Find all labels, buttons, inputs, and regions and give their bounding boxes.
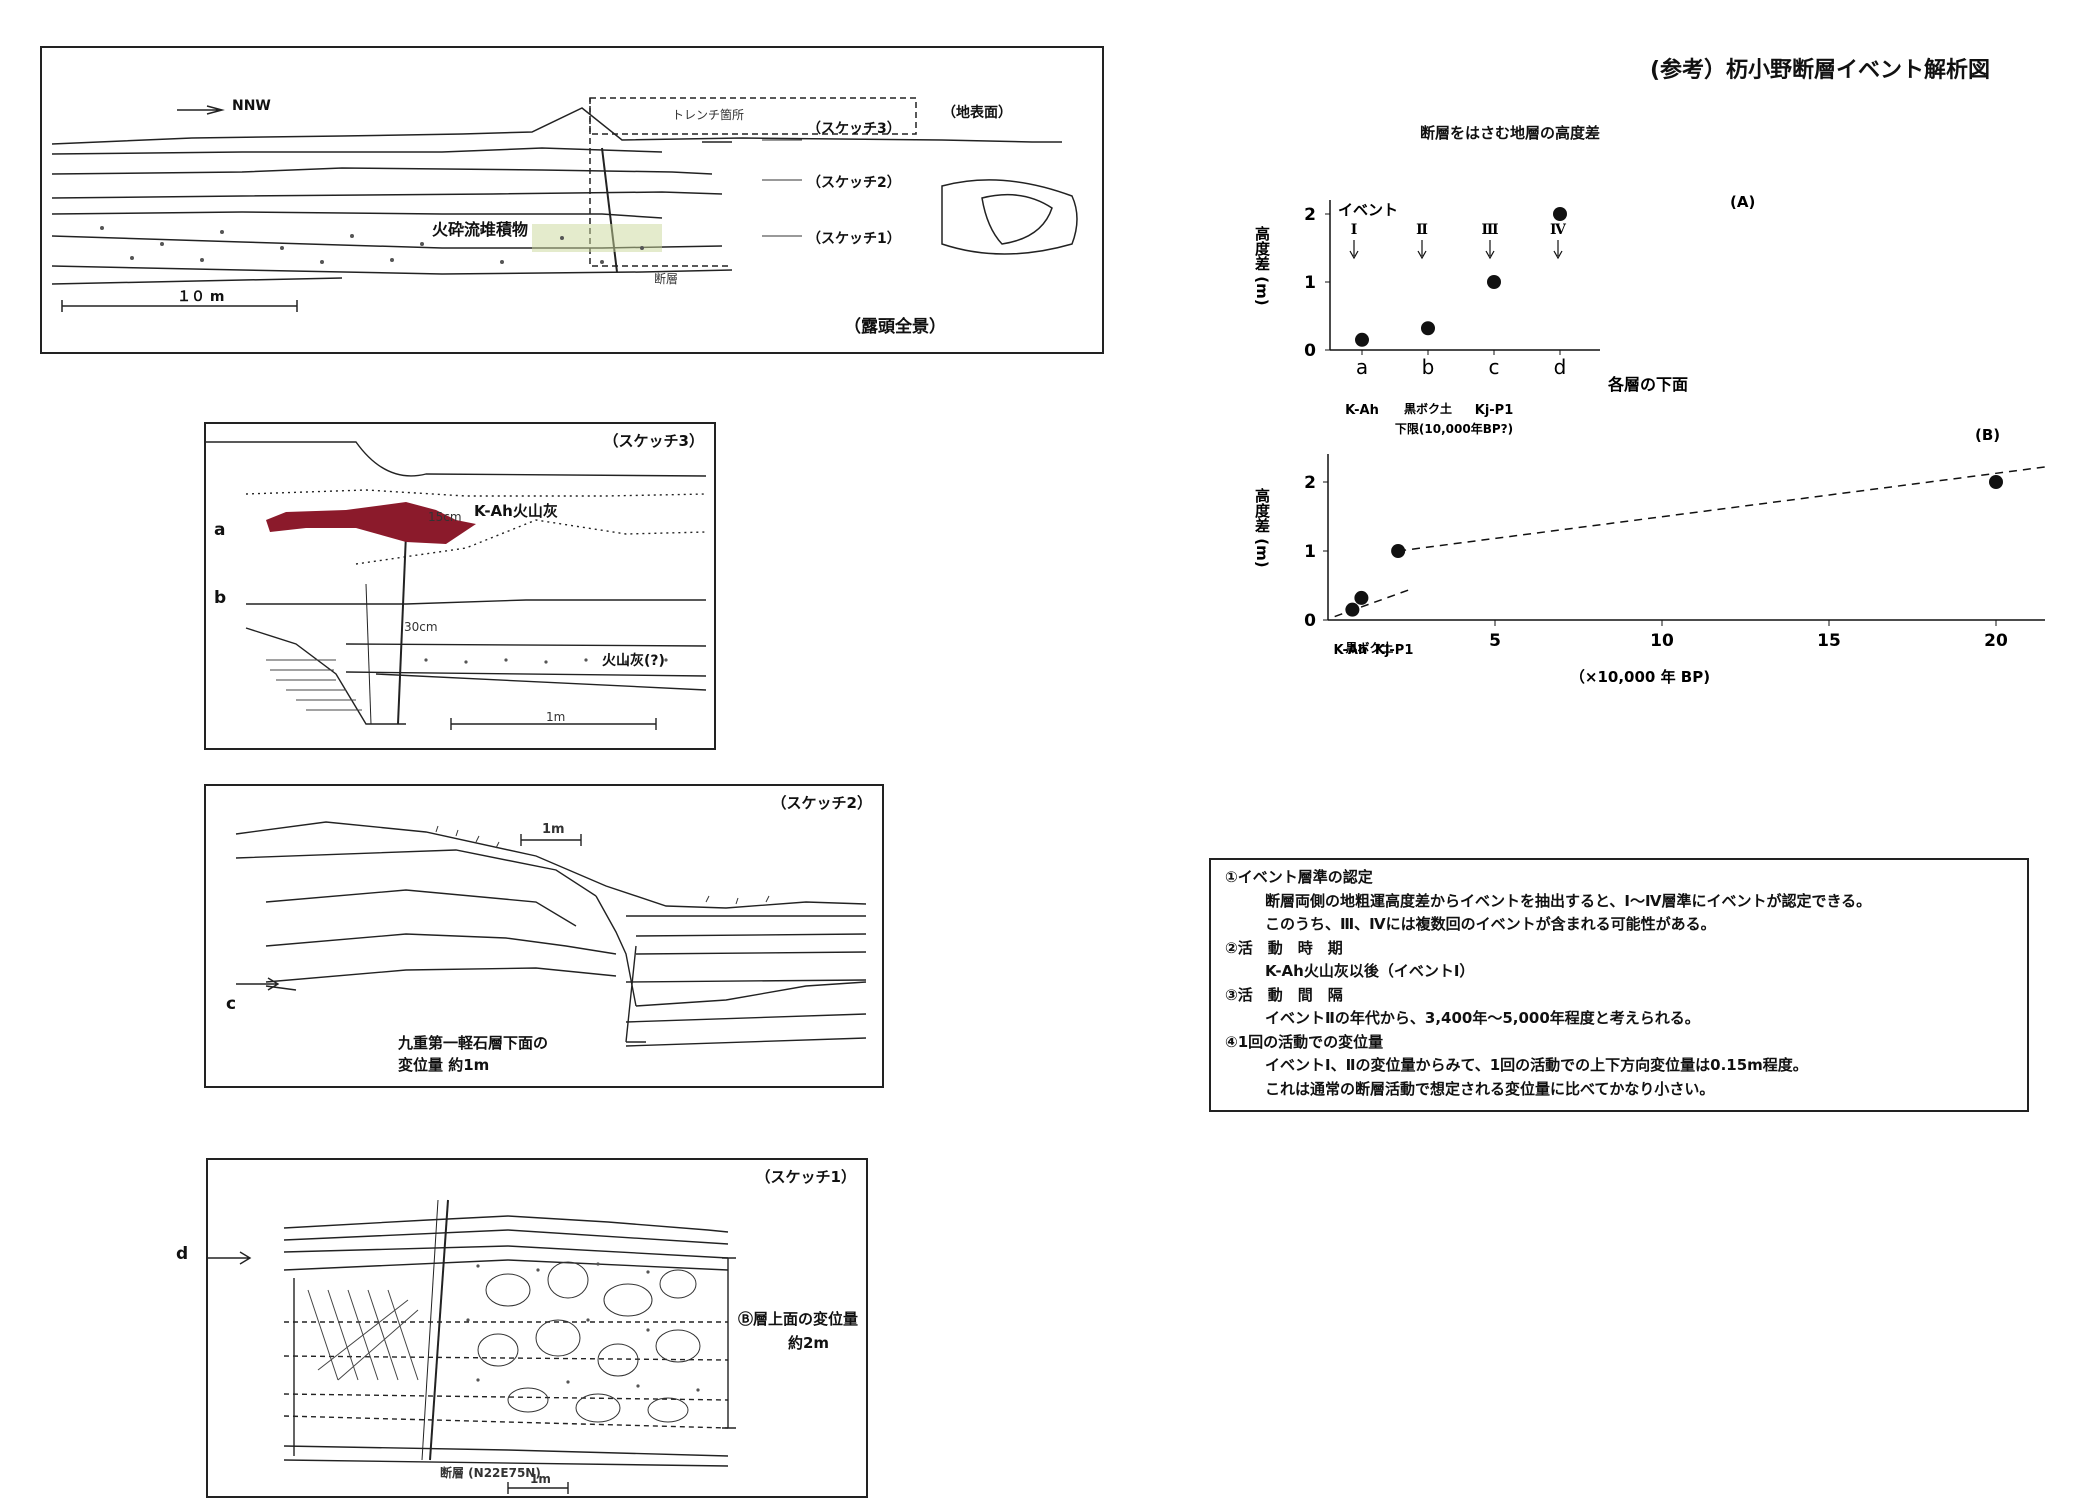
outcrop-overview-drawing [51, 97, 1078, 312]
sketch1-scale: 1m [530, 1472, 551, 1486]
chart-b-xtick-label: 5 [1489, 631, 1501, 651]
overview-fault-label: 断層 [654, 272, 679, 286]
chart-a-panel-label: (A) [1730, 193, 1755, 211]
chart-a-event-numeral: Ⅱ [1416, 222, 1428, 238]
sketch1-displacement-line2: 約2m [788, 1334, 830, 1352]
outcrop-overview-panel: NNW （地表面） トレンチ箇所 （スケッチ3） （スケッチ2） （スケッチ1）… [40, 46, 1104, 354]
note-body-4b: これは通常の断層活動で想定される変位量に比べてかなり小さい。 [1265, 1079, 1715, 1098]
sketch3-marker-b: b [214, 588, 227, 608]
note-body-1b: このうち、Ⅲ、Ⅳには複数回のイベントが含まれる可能性がある。 [1265, 915, 1716, 933]
chart-b-point [1989, 475, 2003, 489]
sketch1-displacement-line1: Ⓑ層上面の変位量 [738, 1310, 859, 1328]
sketch1-label: （スケッチ1） [755, 1168, 856, 1186]
chart-a-sublabel: Kj-P1 [1475, 403, 1514, 418]
chart-a-event-numeral: Ⅳ [1550, 222, 1567, 238]
chart-a-event-numeral: Ⅰ [1351, 222, 1358, 238]
note-heading-3: ③活 動 間 隔 [1225, 985, 1343, 1004]
note-heading-1: ①イベント層準の認定 [1225, 868, 1373, 886]
overview-sketch2-ref: （スケッチ2） [807, 175, 901, 191]
chart-a-sublabel: K-Ah [1345, 403, 1379, 418]
chart-b-point [1354, 590, 1369, 605]
chart-b-ytick-label: 2 [1304, 473, 1316, 493]
sketch2-drawing [235, 821, 867, 1047]
overview-scale-label: １０ m [177, 289, 225, 305]
chart-b-xtick-label: 15 [1817, 631, 1841, 651]
chart-a-category-label: a [1356, 355, 1368, 379]
sketch3-ash-label: K-Ah火山灰 [474, 502, 558, 520]
chart-a-category-label: c [1489, 355, 1500, 379]
sketch1-panel: （スケッチ1） d Ⓑ層上面の変位量 約2m 断層 (N22E75N) 1m [176, 1158, 868, 1498]
sketch2-label: （スケッチ2） [771, 794, 872, 812]
sketch3-thickness-15: 15cm [428, 510, 462, 524]
chart-a-sublabel: 黒ボク土 [1404, 401, 1452, 416]
chart-a-event-arrowhead [1485, 250, 1495, 260]
chart-a-category-label: b [1422, 355, 1435, 379]
chart-a-ytick-label: 1 [1304, 273, 1316, 293]
chart-b-point-label: Kj-P1 [1375, 643, 1414, 658]
chart-b-trend-old [1398, 466, 2047, 552]
note-body-3: イベントⅡの年代から、3,400年～5,000年程度と考えられる。 [1265, 1009, 1700, 1027]
overview-pyroclastic-label: 火砕流堆積物 [432, 220, 529, 239]
overview-direction: NNW [232, 98, 271, 114]
chart-b-point [1391, 544, 1406, 558]
sketch1-drawing [208, 1199, 736, 1494]
chart-section-title: 断層をはさむ地層の高度差 [1420, 124, 1601, 142]
chart-b-ytick-label: 1 [1304, 542, 1316, 562]
chart-b-xtick-label: 10 [1650, 631, 1674, 651]
sketch3-drawing [206, 441, 707, 730]
sketch3-label: （スケッチ3） [603, 432, 704, 450]
overview-sketch1-ref: （スケッチ1） [807, 231, 901, 247]
note-body-2: K-Ah火山灰以後（イベントⅠ） [1265, 962, 1475, 980]
note-body-1a: 断層両側の地粗運高度差からイベントを抽出すると、Ⅰ～Ⅳ層準にイベントが認定できる… [1265, 891, 1872, 910]
chart-a-sublabel: 下限(10,000年BP?) [1395, 421, 1513, 436]
overview-sketch3-ref: （スケッチ3） [807, 121, 901, 137]
chart-a-point [1553, 207, 1567, 221]
event-analysis-notes: ①イベント層準の認定 断層両側の地粗運高度差からイベントを抽出すると、Ⅰ～Ⅳ層準… [1209, 858, 2029, 1112]
chart-a-point [1355, 332, 1369, 347]
overview-trench-label: トレンチ箇所 [672, 108, 745, 122]
sketch2-marker-c: c [226, 994, 237, 1014]
sketch2-scale: 1m [542, 822, 565, 837]
sketch3-volcanic-ash: 火山灰(?) [602, 653, 665, 669]
sketch3-thickness-30: 30cm [404, 620, 438, 634]
chart-b-xlabel: （×10,000 年 BP) [1570, 668, 1710, 686]
note-heading-4: ④1回の活動での変位量 [1225, 1032, 1384, 1051]
chart-a-event-arrowhead [1349, 250, 1359, 260]
sketch3-panel: （スケッチ3） a b K-Ah火山灰 15cm 30cm 火山灰(?) 1m [204, 422, 716, 750]
chart-a-xlabel: 各層の下面 [1607, 375, 1688, 394]
sketch1-marker-d: d [176, 1244, 189, 1264]
overview-surface-label: （地表面） [942, 105, 1012, 121]
overview-caption: （露頭全景） [844, 317, 946, 337]
sketch3-marker-a: a [214, 520, 226, 540]
sketch3-scale: 1m [546, 710, 566, 724]
chart-b-ytick-label: 0 [1304, 611, 1316, 631]
chart-a-event-label: イベント [1338, 201, 1398, 219]
sketch2-panel: （スケッチ2） 1m c 九重第一軽石層下面の 変位量 約1m [204, 784, 884, 1088]
sketch2-displacement-line1: 九重第一軽石層下面の [398, 1034, 549, 1052]
chart-a-ytick-label: 0 [1304, 341, 1316, 361]
note-heading-2: ②活 動 時 期 [1225, 938, 1343, 957]
page-title: (参考）杤小野断層イベント解析図 [1650, 58, 1991, 83]
chart-a-ytick-label: 2 [1304, 205, 1316, 225]
chart-a-event-arrowhead [1417, 250, 1427, 260]
chart-a-point [1421, 321, 1435, 336]
chart-b-ylabel: 高度差 (m) [1253, 487, 1271, 567]
sketch1-fault-label: 断層 (N22E75N) [440, 1466, 541, 1480]
chart-b-point-label: 黒ボク土 [1345, 640, 1393, 655]
chart-a-category-label: d [1554, 355, 1567, 379]
chart-b-panel-label: (B) [1975, 426, 2000, 444]
chart-a-point [1487, 275, 1501, 289]
sketch2-displacement-line2: 変位量 約1m [398, 1056, 490, 1074]
note-body-4a: イベントⅠ、Ⅱの変位量からみて、1回の活動での上下方向変位量は0.15m程度。 [1265, 1056, 1808, 1074]
chart-b-point [1345, 602, 1360, 617]
chart-a-ylabel: 高度差 (m) [1253, 225, 1271, 305]
chart-a-event-numeral: Ⅲ [1481, 222, 1498, 238]
chart-a-event-arrowhead [1553, 250, 1563, 260]
chart-b-point-label: K-Ah [1334, 643, 1368, 658]
chart-b-xtick-label: 20 [1984, 631, 2008, 651]
